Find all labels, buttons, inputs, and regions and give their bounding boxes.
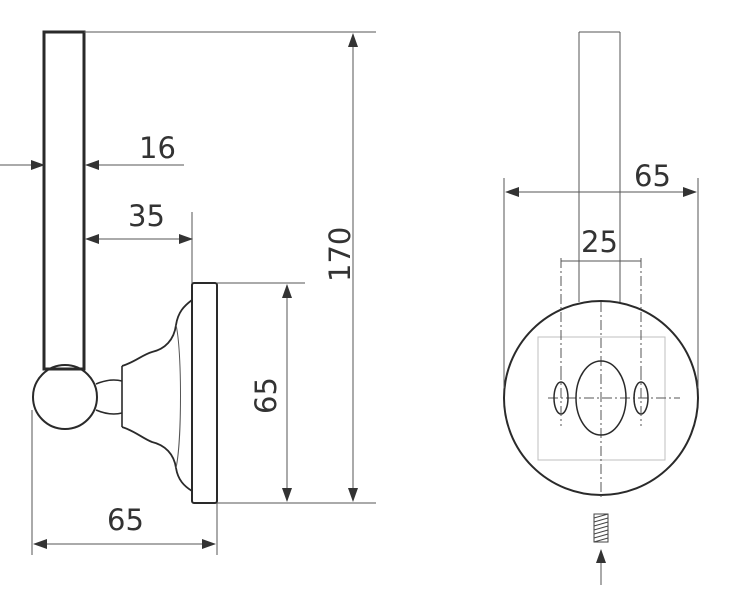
wall-plate-side — [191, 282, 218, 504]
base-profile — [121, 299, 193, 492]
dim-plate-height-label: 65 — [249, 377, 283, 414]
neck — [95, 366, 123, 427]
front-view: 65 25 — [503, 31, 699, 585]
dim-hole-spacing-label: 25 — [581, 225, 618, 259]
screw-icon — [593, 513, 609, 543]
center-hole — [575, 360, 627, 436]
dim-total-depth-label: 65 — [107, 503, 144, 537]
vertical-rod — [42, 30, 86, 371]
dim-projection-label: 35 — [128, 199, 165, 233]
dim-total-height-label: 170 — [323, 227, 357, 282]
ball-joint — [32, 364, 98, 430]
dim-plate-diameter-label: 65 — [634, 159, 671, 193]
side-view: 16 35 65 170 65 — [0, 30, 376, 555]
dim-rod-thickness-label: 16 — [139, 131, 176, 165]
